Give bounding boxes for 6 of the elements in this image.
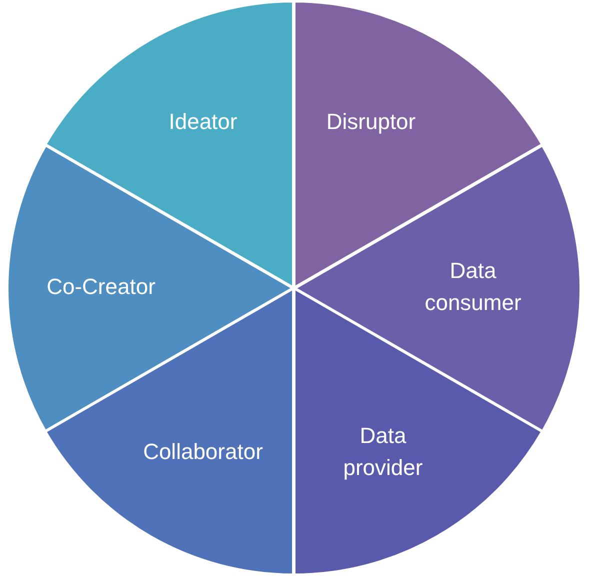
segment-label: Data consumer (424, 257, 522, 317)
segment-label: Co-Creator (46, 273, 156, 301)
segment-label: Ideator (168, 108, 238, 136)
segment-label: Data provider (342, 422, 424, 482)
segment-label: Collaborator (142, 438, 264, 466)
segment-label: Disruptor (325, 108, 417, 136)
